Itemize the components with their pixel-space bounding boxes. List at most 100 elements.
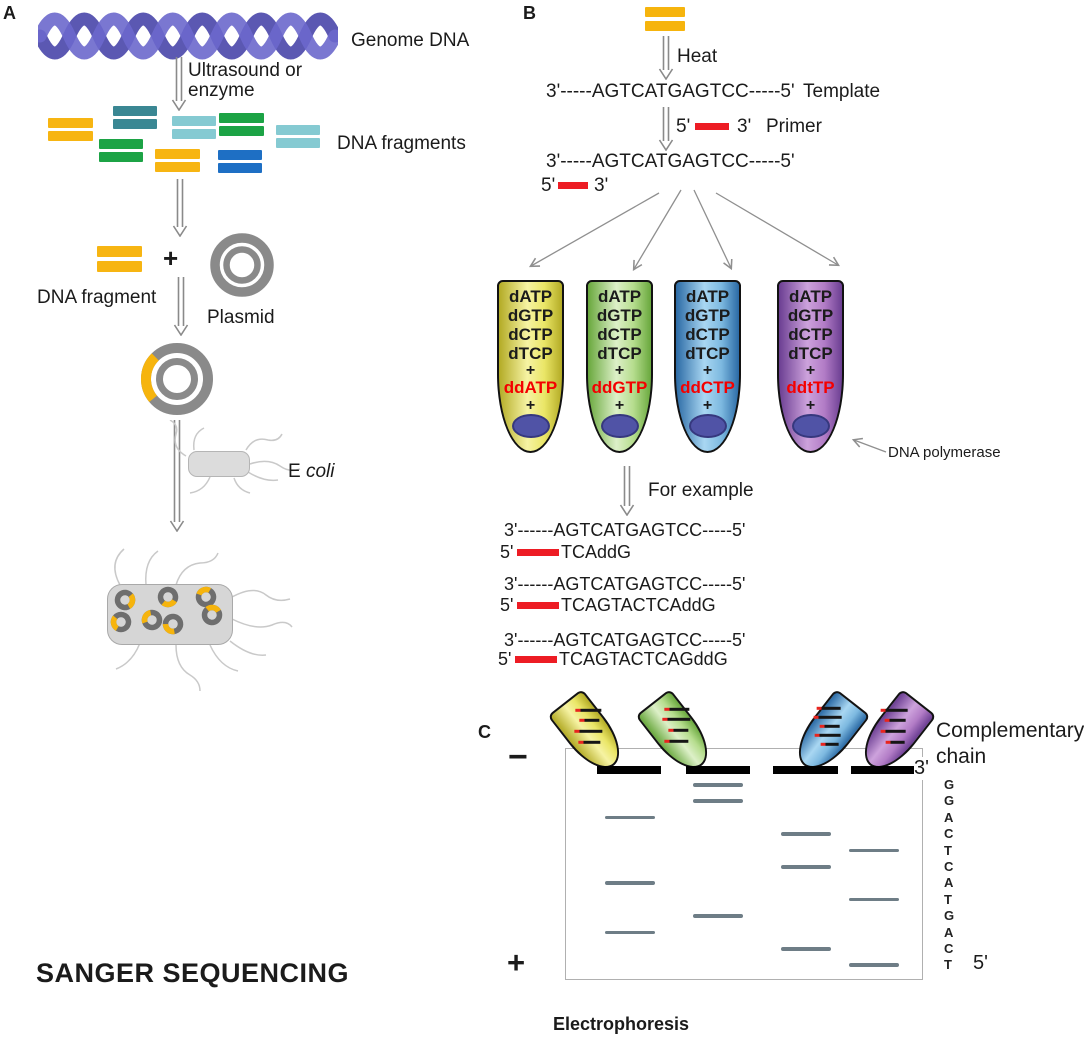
annealed-five-prime: 5' xyxy=(541,175,556,196)
example-product-seq: TCAddG xyxy=(561,542,632,562)
dna-polymerase-blob xyxy=(511,414,550,438)
plasmid-label: Plasmid xyxy=(207,307,275,328)
panel-a-label: A xyxy=(3,3,16,23)
dntp-label: dCTP xyxy=(597,325,642,344)
ladder-letter: C xyxy=(944,826,954,842)
primer-bar xyxy=(517,549,559,556)
annealed-primer-bar xyxy=(558,182,588,189)
plus-sign: + xyxy=(614,397,625,414)
ladder-letter: A xyxy=(944,924,954,940)
primer-bar xyxy=(517,602,559,609)
gel-band xyxy=(849,848,899,853)
example-product-seq: TCAGTACTCAddG xyxy=(561,595,716,615)
plus-sign: + xyxy=(702,362,713,379)
example-five-prime: 5' xyxy=(498,649,512,669)
gel-well xyxy=(851,766,916,774)
down-arrow xyxy=(171,57,187,111)
template-sequence: 3'-----AGTCATGAGTCC-----5' xyxy=(546,81,795,102)
primer-label: Primer xyxy=(766,116,822,137)
reaction-tube-ddctp: dATP dGTP dCTP dTCP + ddCTP + xyxy=(674,280,741,453)
dntp-label: dATP xyxy=(597,287,642,306)
ladder-letter: G xyxy=(944,908,955,924)
for-example-label: For example xyxy=(648,480,754,501)
dna-fragment-bar xyxy=(97,261,142,272)
plus-sign: + xyxy=(525,362,536,379)
gel-band xyxy=(693,783,743,787)
five-prime-label: 5' xyxy=(973,952,988,974)
dsdna-bar xyxy=(645,21,685,31)
ladder-letter: A xyxy=(944,809,954,825)
ladder-letter: A xyxy=(944,875,954,891)
ddntp-label: ddATP xyxy=(503,378,558,397)
recombinant-plasmid xyxy=(141,343,213,415)
ladder-letter: C xyxy=(944,859,954,874)
dntp-label: dCTP xyxy=(508,325,553,344)
example-template: 3'------AGTCATGAGTCC-----5' xyxy=(504,574,746,594)
fan-arrows xyxy=(529,189,840,271)
plus-sign: + xyxy=(805,397,816,414)
dna-polymerase-label: DNA polymerase xyxy=(888,444,1001,461)
plus-sign: + xyxy=(525,397,536,414)
dntp-label: dATP xyxy=(508,287,553,306)
gel-band xyxy=(605,815,655,820)
complementary-chain-label-2: chain xyxy=(936,745,987,768)
dntp-label: dTCP xyxy=(597,344,642,363)
gel-band xyxy=(849,897,899,902)
dntp-label: dGTP xyxy=(684,306,731,325)
ecoli-label: E coli xyxy=(288,461,335,482)
gel-band xyxy=(781,832,831,836)
plus-sign: + xyxy=(702,397,713,414)
plasmids-in-bacterium xyxy=(110,586,223,635)
reaction-tube-ddatp: dATP dGTP dCTP dTCP + ddATP + xyxy=(497,280,564,453)
electrophoresis-gel xyxy=(565,748,923,980)
primer-three-prime: 3' xyxy=(737,116,752,137)
electrophoresis-label: Electrophoresis xyxy=(553,1014,690,1034)
genome-dna-helix xyxy=(38,12,338,60)
primer-five-prime: 5' xyxy=(676,116,691,137)
ladder-letter: T xyxy=(944,891,952,907)
ladder-letter: G xyxy=(944,777,955,792)
dna-polymerase-blob xyxy=(688,414,727,438)
example-five-prime: 5' xyxy=(500,542,514,562)
down-arrow xyxy=(173,277,189,336)
down-arrow xyxy=(658,36,674,80)
dntp-label: dATP xyxy=(685,287,730,306)
gel-band xyxy=(605,881,655,885)
annealed-template-sequence: 3'-----AGTCATGAGTCC-----5' xyxy=(546,151,795,172)
plus-electrode: + xyxy=(507,945,526,980)
down-arrow xyxy=(169,420,185,532)
gel-band xyxy=(781,865,831,869)
heat-label: Heat xyxy=(677,46,718,67)
dntp-label: dCTP xyxy=(685,325,730,344)
dntp-label: dATP xyxy=(788,287,833,306)
example-template: 3'------AGTCATGAGTCC-----5' xyxy=(504,520,746,540)
dntp-label: dGTP xyxy=(596,306,643,325)
ladder-letter: G xyxy=(944,793,955,809)
gel-band xyxy=(781,947,831,951)
gel-well xyxy=(597,766,661,774)
dntp-label: dGTP xyxy=(507,306,554,325)
plus-sign: + xyxy=(805,362,816,379)
example-product-seq: TCAGTACTCAGddG xyxy=(559,649,728,669)
dna-fragments-in-tube xyxy=(875,696,915,772)
dna-fragments-in-tube xyxy=(569,696,609,772)
fragmentation-label-2: enzyme xyxy=(188,80,255,101)
gel-band xyxy=(605,930,655,935)
annealed-three-prime: 3' xyxy=(594,175,609,196)
ddntp-label: ddtTP xyxy=(786,378,835,397)
gel-band xyxy=(693,914,743,918)
minus-electrode: − xyxy=(508,738,528,776)
dna-fragments-label: DNA fragments xyxy=(337,133,466,154)
gel-band xyxy=(693,799,743,803)
dna-polymerase-blob xyxy=(600,414,639,438)
example-five-prime: 5' xyxy=(500,595,514,615)
example-template: 3'------AGTCATGAGTCC-----5' xyxy=(504,630,746,650)
genome-dna-label: Genome DNA xyxy=(351,30,470,51)
ddntp-label: ddCTP xyxy=(680,378,735,397)
down-arrow xyxy=(619,466,635,516)
panel-c-label: C xyxy=(478,722,491,742)
complementary-chain-label-1: Complementary xyxy=(936,719,1084,742)
ladder-letter: T xyxy=(944,842,952,858)
dntp-label: dGTP xyxy=(787,306,834,325)
